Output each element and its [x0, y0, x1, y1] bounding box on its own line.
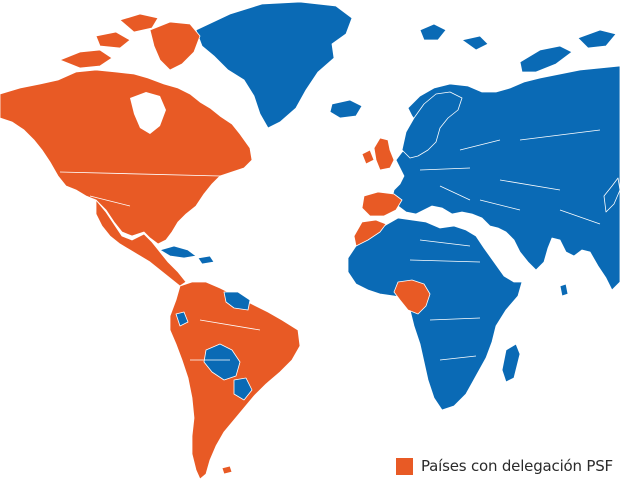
region-ellesmere [119, 13, 159, 33]
region-sri-lanka [559, 283, 569, 297]
region-africa [347, 217, 523, 411]
region-bolivia [203, 343, 241, 381]
region-falklands [221, 465, 233, 475]
region-victoria-island [95, 31, 131, 49]
region-hispaniola [197, 255, 215, 265]
legend: Países con delegación PSF [396, 457, 613, 475]
region-svalbard [419, 23, 447, 41]
region-central-america [95, 199, 187, 287]
region-ecuador-small [175, 311, 189, 327]
region-iberia [361, 191, 403, 217]
region-cuba [159, 245, 197, 259]
region-morocco [353, 219, 387, 247]
region-paraguay [233, 377, 253, 401]
legend-swatch [396, 457, 413, 475]
region-eurasia [391, 65, 620, 291]
region-scandinavia [401, 91, 463, 159]
region-severnaya [577, 29, 617, 49]
region-japan [603, 177, 620, 213]
region-guianas [223, 291, 251, 311]
region-arctic-canada [59, 49, 113, 69]
region-iceland [329, 99, 363, 119]
region-united-kingdom [373, 137, 395, 171]
region-arctic-islands [461, 35, 489, 51]
region-ireland [361, 149, 375, 165]
region-madagascar [501, 343, 521, 383]
region-nigeria-cameroon [393, 279, 431, 315]
region-baffin [149, 21, 201, 71]
legend-label: Países con delegación PSF [421, 457, 613, 475]
region-hudson-bay [130, 92, 166, 134]
region-north-america [0, 69, 253, 245]
region-borders [59, 129, 601, 361]
region-novaya-zemlya [519, 45, 573, 73]
region-greenland [195, 1, 353, 129]
